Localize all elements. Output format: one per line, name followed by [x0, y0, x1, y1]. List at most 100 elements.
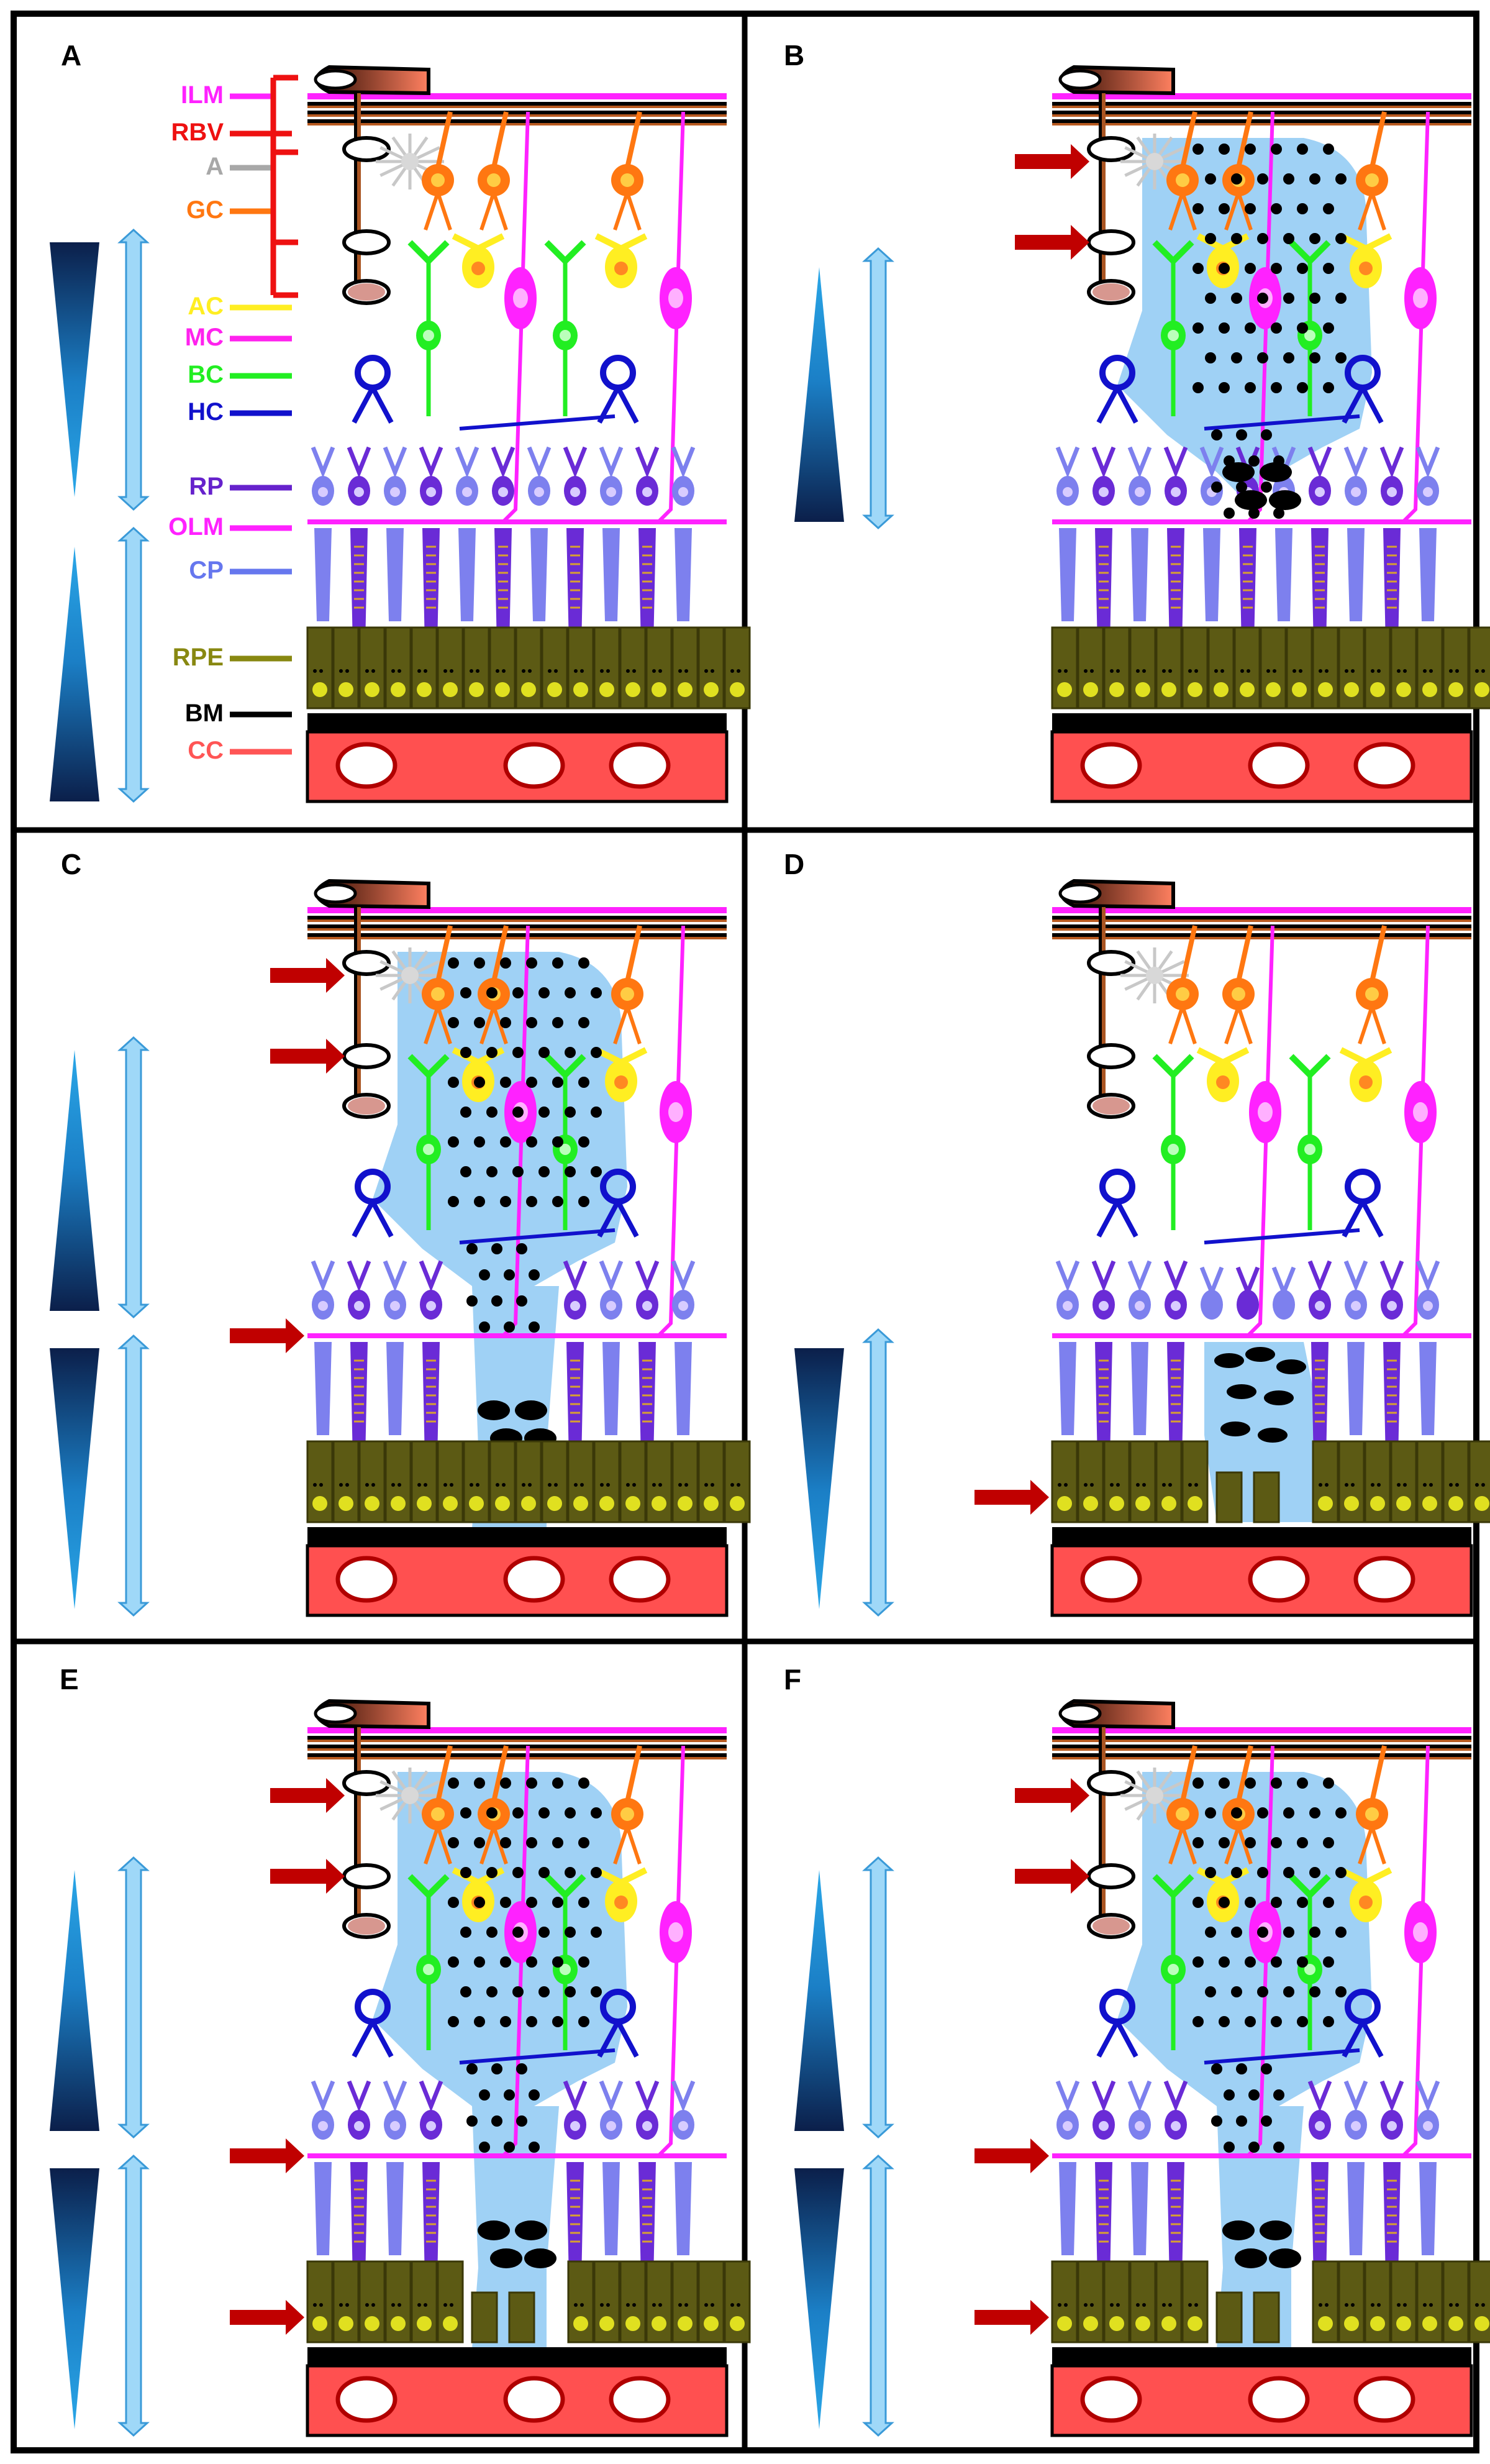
horizontal-process: [352, 2020, 394, 2058]
horizontal-cells: [352, 1989, 639, 2065]
melanin-granule: [1214, 669, 1218, 673]
lesion-arrows: [230, 958, 345, 1353]
fluid-droplet: [529, 2142, 540, 2153]
fluid-droplet: [1245, 2016, 1256, 2027]
melanin-granule: [711, 1483, 714, 1487]
amacrine-nucleus: [471, 262, 485, 275]
fluid-droplet: [486, 1166, 497, 1177]
photoreceptor-nucleus: [1135, 487, 1145, 497]
ganglion-dendrite: [1168, 192, 1197, 230]
fluid-droplet: [491, 1295, 502, 1307]
melanin-granule: [600, 1483, 604, 1487]
photoreceptor-terminal: [1415, 2080, 1440, 2112]
fluid-droplet: [1283, 173, 1294, 185]
rpe-nucleus: [391, 2316, 406, 2331]
photoreceptor-nucleus: [1063, 487, 1073, 497]
amacrine-nucleus: [1359, 262, 1373, 275]
photoreceptor-terminal: [1271, 1266, 1296, 1298]
photoreceptor-terminal: [1127, 446, 1152, 478]
fluid-droplet: [474, 1077, 485, 1088]
muller-cells: [1246, 1745, 1437, 2158]
cone-segment: [602, 2162, 620, 2255]
photoreceptor-soma: [1273, 1290, 1295, 1320]
horizontal-cells: [1096, 1989, 1384, 2065]
fluid-droplet: [1273, 508, 1284, 519]
rpe-nucleus: [365, 682, 379, 697]
horizontal-link: [1204, 414, 1360, 431]
rpe-nucleus: [730, 1496, 745, 1511]
fluid-droplet: [1192, 1956, 1204, 1968]
rod-segment: [1167, 2162, 1184, 2280]
photoreceptor-terminal: [599, 1260, 624, 1292]
ganglion-dendrite: [613, 1006, 642, 1044]
fluid-droplet: [578, 2016, 589, 2027]
melanin-granule: [574, 669, 578, 673]
bipolar-nucleus: [1304, 1144, 1315, 1155]
melanin-granule: [1247, 669, 1250, 673]
rod-segment: [1167, 528, 1184, 646]
fluid-droplet: [591, 1047, 602, 1058]
cone-segment: [1419, 1342, 1437, 1435]
nerve-fiber-line: [1052, 919, 1471, 922]
melanin-granule: [443, 2303, 447, 2307]
capillary-wall: [1093, 1917, 1130, 1935]
fluid-droplet: [1258, 1428, 1288, 1443]
fluid-droplet: [591, 1867, 602, 1878]
bipolar-nucleus: [1168, 330, 1179, 341]
rod-segment: [1383, 1342, 1401, 1460]
rod-segment: [638, 2162, 656, 2280]
muller-nucleus: [668, 288, 683, 308]
rpe-nucleus: [1474, 2316, 1489, 2331]
cone-segment: [1347, 528, 1365, 621]
fluid-droplet: [486, 1807, 497, 1818]
ganglion-axon: [435, 1745, 453, 1802]
fluid-droplet: [1231, 1986, 1242, 1997]
rpe-nucleus: [1344, 682, 1359, 697]
fluid-droplet: [479, 2089, 490, 2101]
fluid-droplet: [474, 1837, 485, 1848]
melanin-granule: [1319, 669, 1322, 673]
gradient-triangle-up: [50, 1870, 99, 2131]
fluid-droplet: [512, 1927, 524, 1938]
horizontal-process: [1096, 1200, 1138, 1238]
lesion-arrows: [974, 1778, 1089, 2335]
melanin-granule: [684, 2303, 688, 2307]
rpe-cell-broken: [1215, 1471, 1243, 1523]
horizontal-soma: [600, 355, 636, 391]
vertical-arrow: [862, 1328, 894, 1617]
capillary-lumen: [1087, 1863, 1135, 1889]
melanin-granule: [1345, 1483, 1348, 1487]
horizontal-process: [352, 1200, 394, 1238]
rpe-nucleus: [495, 1496, 510, 1511]
melanin-granule: [1345, 669, 1348, 673]
nerve-fiber-line: [1052, 123, 1471, 125]
fluid-droplet: [466, 2115, 478, 2127]
vertical-arrow: [117, 1334, 150, 1617]
melanin-granule: [1162, 1483, 1166, 1487]
red-arrow: [270, 1859, 345, 1894]
fluid-droplet: [486, 1107, 497, 1118]
cone-segment: [602, 528, 620, 621]
rpe-nucleus: [1318, 1496, 1333, 1511]
fluid-droplet: [591, 1986, 602, 1997]
melanin-granule: [606, 2303, 610, 2307]
rpe-cell-broken: [471, 2291, 498, 2343]
fluid-droplet: [448, 2016, 459, 2027]
melanin-granule: [1397, 2303, 1401, 2307]
rpe-nucleus: [704, 1496, 719, 1511]
choroid-vessel: [1080, 742, 1142, 789]
photoreceptor-nucleus: [1171, 2121, 1181, 2131]
photoreceptor-nucleus: [1387, 487, 1397, 497]
capillary-lumen: [1087, 950, 1135, 976]
fluid-droplet: [1219, 1837, 1230, 1848]
nerve-fiber-line: [307, 924, 727, 928]
photoreceptor-terminal: [1055, 2080, 1080, 2112]
fluid-droplet: [1245, 382, 1256, 393]
photoreceptor-terminal: [527, 446, 552, 478]
rpe-nucleus: [312, 682, 327, 697]
fluid-droplet: [512, 987, 524, 998]
photoreceptor-terminal: [1379, 1260, 1404, 1292]
ganglion-dendrite: [1168, 1826, 1197, 1864]
rpe-nucleus: [1083, 2316, 1098, 2331]
melanin-granule: [391, 669, 395, 673]
